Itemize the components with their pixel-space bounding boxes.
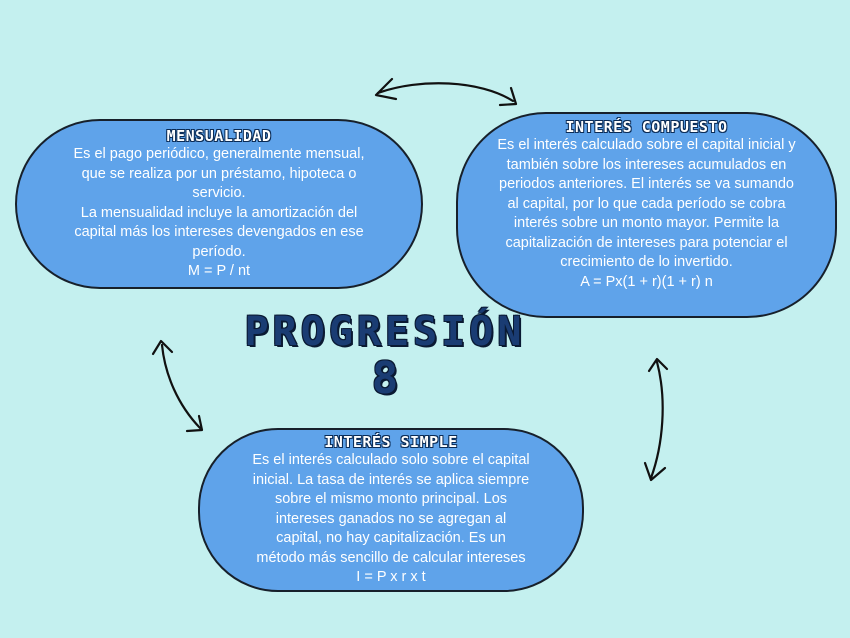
center-title: PROGRESIÓN 8	[230, 308, 540, 402]
node-interes-simple: INTERÉS SIMPLE Es el interés calculado s…	[198, 428, 584, 592]
node-interes-compuesto-formula: A = Px(1 + r)(1 + r) n	[580, 273, 713, 290]
arrow-top	[376, 82, 515, 103]
arrowhead-right-bottom	[643, 461, 667, 482]
arrowhead-right-top	[647, 357, 669, 373]
node-mensualidad-formula: M = P / nt	[187, 263, 251, 279]
node-interes-simple-body: Es el interés calculado solo sobre el ca…	[252, 452, 530, 566]
arrow-right	[649, 360, 664, 480]
node-interes-compuesto-title: INTERÉS COMPUESTO	[565, 118, 728, 136]
arrowhead-top-left	[374, 77, 398, 101]
node-interes-simple-title: INTERÉS SIMPLE	[324, 433, 458, 451]
node-mensualidad: MENSUALIDAD Es el pago periódico, genera…	[15, 119, 423, 289]
arrowhead-top-right	[498, 86, 518, 107]
node-interes-simple-formula: I = P x r x t	[356, 569, 426, 585]
arrowhead-left-top	[151, 339, 174, 356]
arrowhead-left-bottom	[185, 414, 204, 433]
node-mensualidad-body: Es el pago periódico, generalmente mensu…	[73, 146, 365, 260]
node-mensualidad-title: MENSUALIDAD	[166, 127, 272, 145]
arrow-left	[160, 343, 202, 430]
center-title-number: 8	[371, 353, 399, 404]
node-interes-compuesto: INTERÉS COMPUESTO Es el interés calculad…	[456, 112, 837, 318]
node-interes-compuesto-body: Es el interés calculado sobre el capital…	[497, 137, 796, 270]
center-title-text: PROGRESIÓN	[244, 309, 526, 355]
